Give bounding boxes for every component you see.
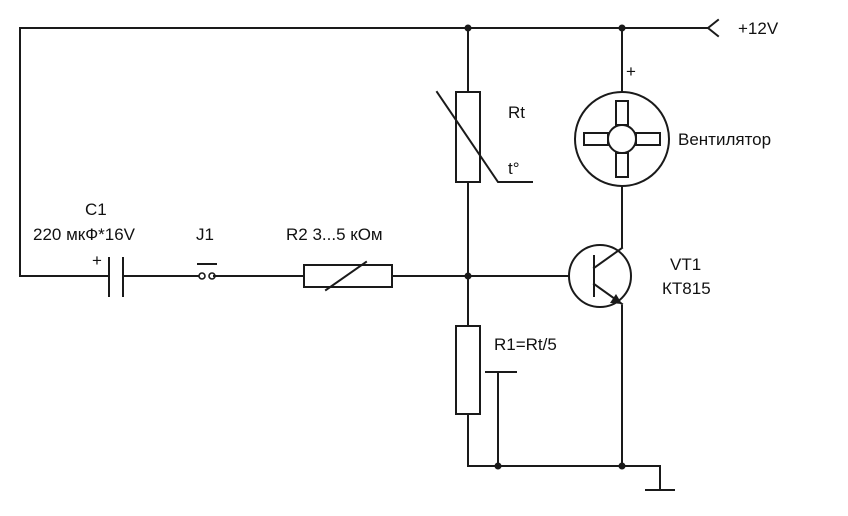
c1-plus-label: +: [92, 251, 102, 270]
j1-label: J1: [196, 225, 214, 244]
junction-dot: [618, 24, 626, 32]
vt1-name-label: VT1: [670, 255, 701, 274]
vt1-type-label: КТ815: [662, 279, 711, 298]
junctions: [464, 24, 626, 470]
supply-terminal-icon: [706, 18, 720, 38]
junction-dot: [618, 462, 626, 470]
rt-label: Rt: [508, 103, 525, 122]
junction-dot: [494, 462, 502, 470]
resistor-r2: [303, 260, 393, 292]
supply-label: +12V: [738, 19, 779, 38]
transistor-vt1: [568, 244, 632, 308]
r2-label: R2 3...5 кОм: [286, 225, 383, 244]
fan-icon: [574, 91, 670, 187]
r1-label: R1=Rt/5: [494, 335, 557, 354]
junction-dot: [464, 24, 472, 32]
r1-wiper-wire: [485, 371, 517, 467]
jumper-j1: [197, 263, 217, 280]
left-return-wire: [19, 27, 109, 277]
thermistor-rt: [435, 90, 533, 183]
capacitor-c1: [108, 257, 124, 297]
r1-bottom-wire: [467, 413, 661, 491]
resistor-r1: [455, 325, 481, 415]
emitter-arrow-icon: [610, 294, 622, 304]
junction-dot: [464, 272, 472, 280]
fan-plus-label: +: [626, 62, 636, 81]
c1-value-label: 220 мкФ*16V: [33, 225, 136, 244]
c1-name-label: C1: [85, 200, 107, 219]
fan-label: Вентилятор: [678, 130, 771, 149]
wires: [19, 27, 709, 491]
temperature-label: t°: [508, 159, 520, 178]
